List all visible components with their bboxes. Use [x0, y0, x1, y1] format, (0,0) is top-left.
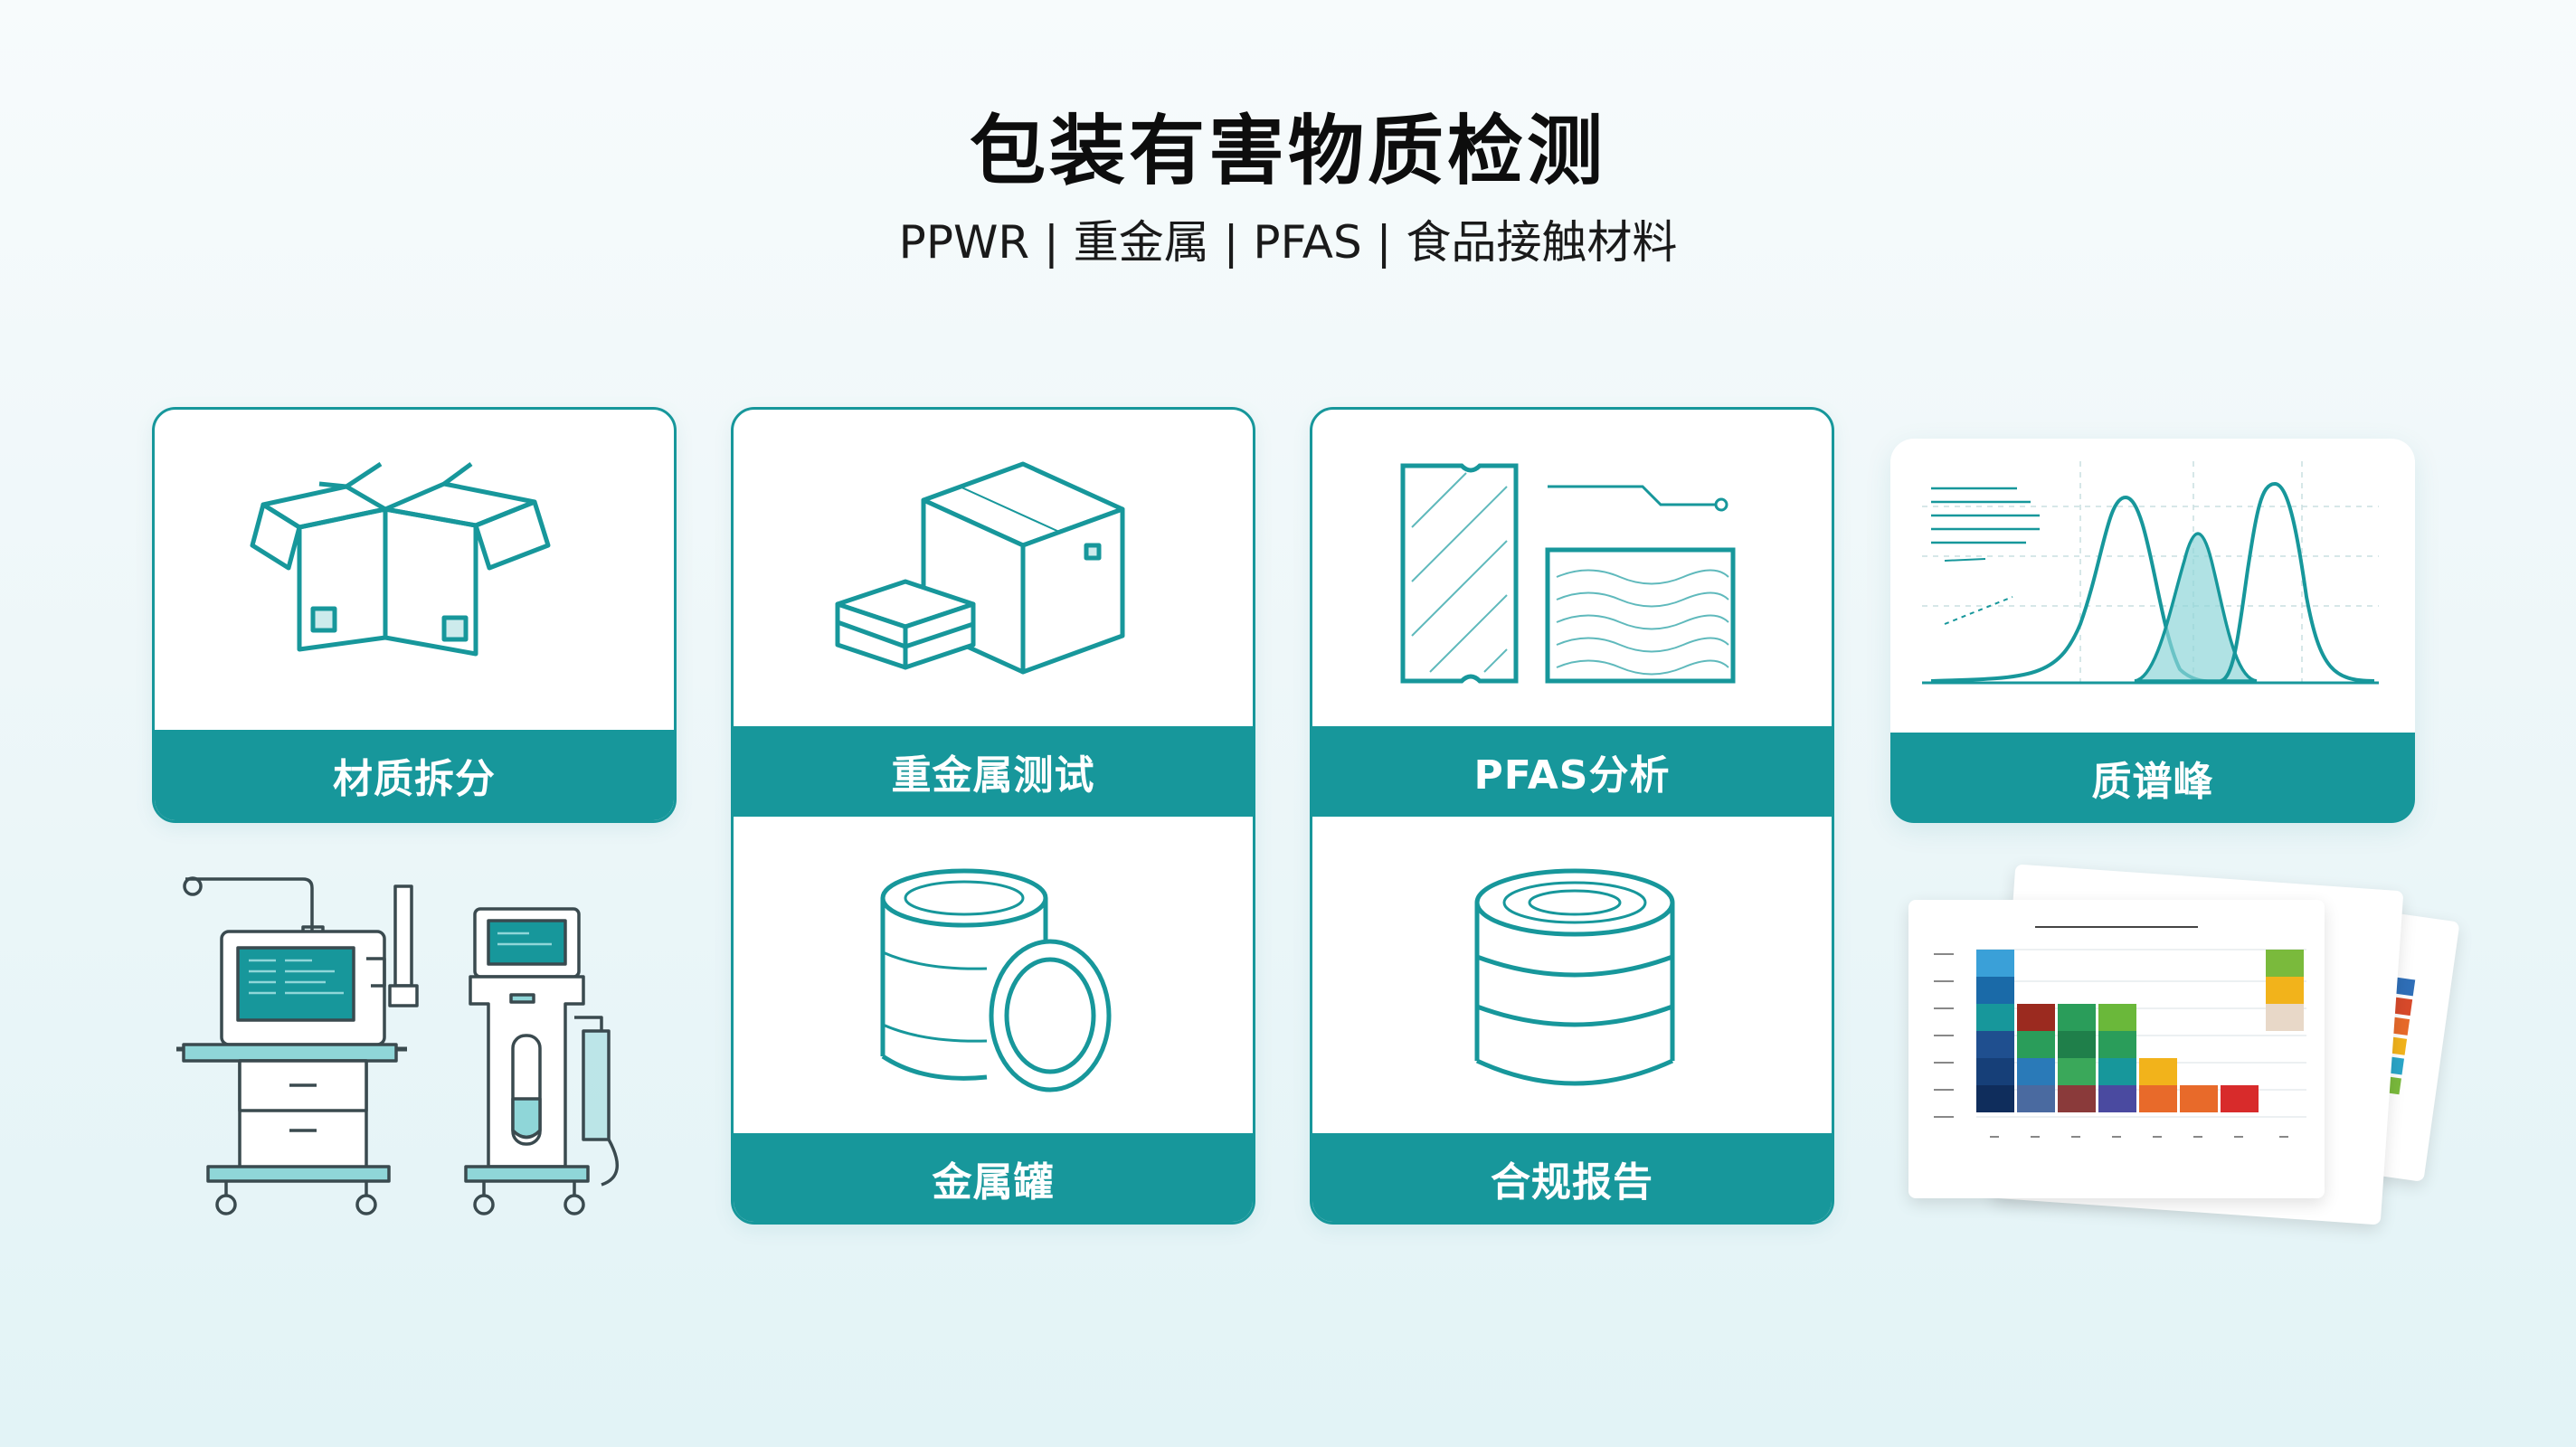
card-label-band: 金属罐 — [734, 1133, 1253, 1222]
card-label-band: 材质拆分 — [155, 730, 674, 820]
card-label: 合规报告 — [1491, 1159, 1653, 1206]
card-label: 重金属测试 — [891, 752, 1095, 799]
card-label-band: 质谱峰 — [1890, 733, 2415, 823]
card-label: 金属罐 — [932, 1159, 1055, 1206]
page-subtitle: PPWR | 重金属 | PFAS | 食品接触材料 — [898, 216, 1678, 269]
card-mass-spec-peak[interactable]: 质谱峰 — [1890, 439, 2415, 823]
lab-instrument-icon — [176, 876, 620, 1215]
metal-can-icon — [880, 868, 1112, 1092]
card-label: 材质拆分 — [333, 756, 496, 802]
card-heavy-metal-column[interactable]: 重金属测试 金属罐 — [731, 407, 1255, 1225]
card-label-band: 重金属测试 — [734, 726, 1253, 817]
card-label-band: PFAS分析 — [1312, 726, 1832, 817]
report-document-icon — [1908, 900, 2325, 1198]
card-label: PFAS分析 — [1473, 752, 1671, 799]
film-sample-icon — [1400, 463, 1736, 684]
spectrum-peaks-icon — [1922, 461, 2379, 685]
card-pfas-column[interactable]: PFAS分析 合规报告 — [1310, 407, 1834, 1225]
can-stack-icon — [1474, 868, 1675, 1086]
card-material-split[interactable]: 材质拆分 — [152, 407, 677, 823]
card-label: 质谱峰 — [2091, 759, 2214, 805]
page-title: 包装有害物质检测 — [969, 107, 1606, 195]
package-stack-icon — [835, 461, 1125, 675]
open-box-icon — [250, 461, 551, 657]
card-label-band: 合规报告 — [1312, 1133, 1832, 1222]
